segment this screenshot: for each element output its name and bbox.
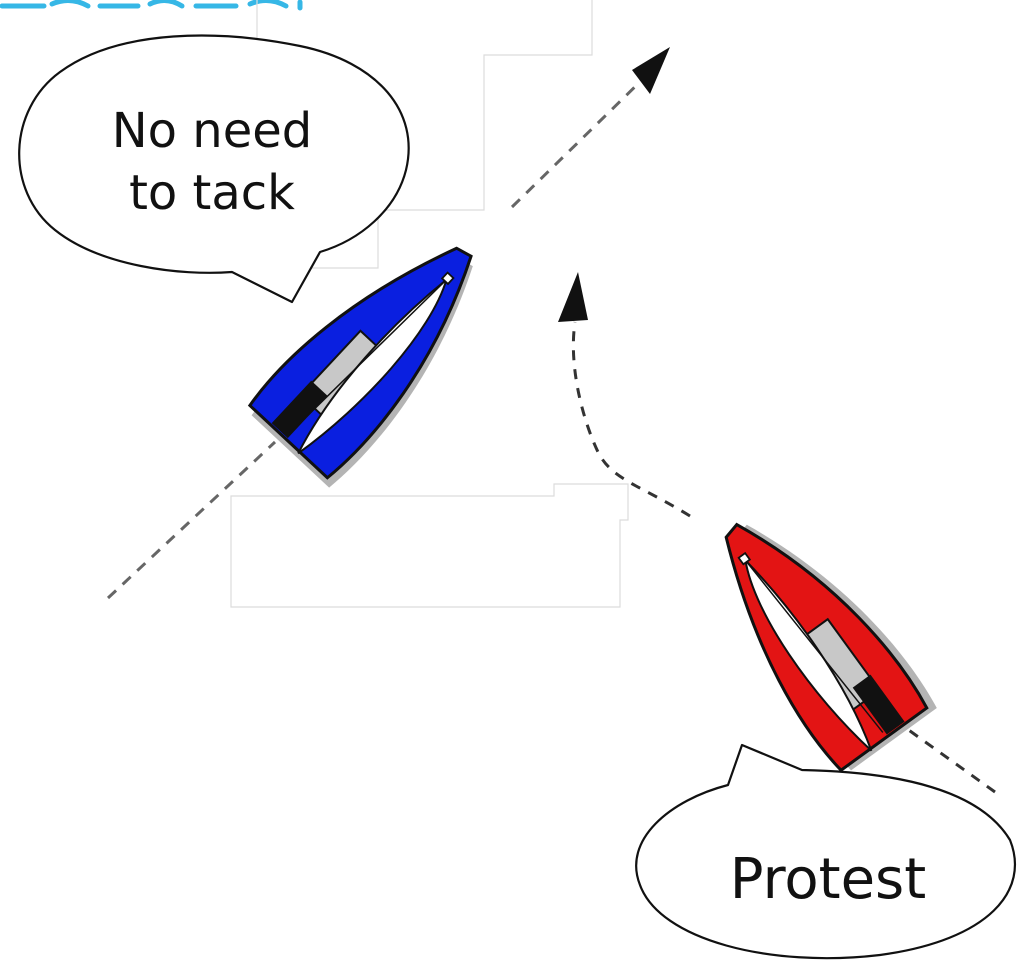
blue-boat-mast [440,271,455,286]
arrowhead-up-icon [558,272,588,322]
red-boat-cockpit [852,674,905,735]
red-boat-mast [737,551,752,566]
bubble-blue-line1: No need [112,103,312,159]
bubble-outline [18,34,410,304]
blue-boat-sail [297,276,449,455]
blue-boat-course-line [106,47,670,600]
blue-boat-boom [288,279,447,435]
speech-bubble-blue: No need to tack [18,34,410,304]
bubble-red-label: Protest [730,847,926,912]
bubble-blue-line2: to tack [129,165,295,221]
cropped-title-fragment [0,0,303,11]
course-line-ahead [510,76,646,209]
course-line-behind [106,440,277,600]
blue-boat [247,246,473,488]
arrowhead-up-right-icon [632,47,670,94]
speech-bubble-red: Protest [635,743,1016,960]
red-boat [724,522,937,773]
red-boat-boom [744,559,884,733]
blue-boat-cockpit [271,380,328,439]
faint-frame-lower [230,483,629,608]
bubble-outline [635,743,1016,960]
red-boat-sail [743,557,873,752]
track-curve [571,321,691,518]
red-boat-track [558,272,996,794]
